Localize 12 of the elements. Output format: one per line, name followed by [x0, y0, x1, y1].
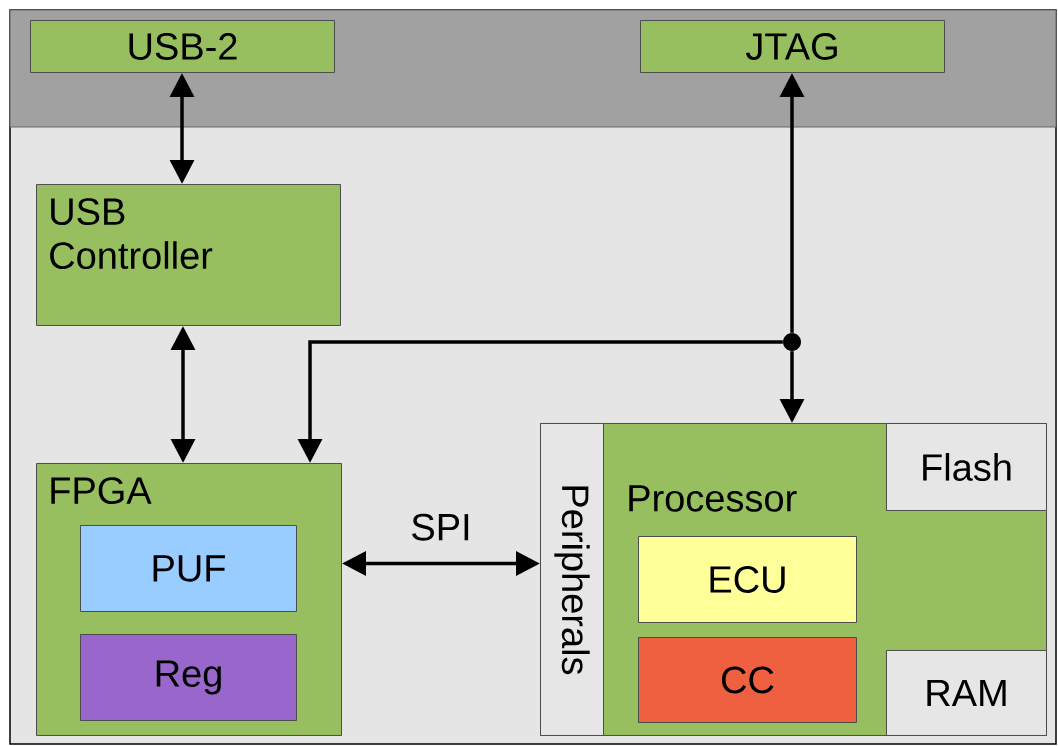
edge-label: SPI: [412, 513, 469, 541]
module-box: Reg: [80, 634, 297, 721]
controller-box: USB Controller: [36, 184, 341, 326]
module-box: ECU: [638, 536, 857, 623]
module-box: CC: [638, 637, 857, 723]
port-box: JTAG: [640, 20, 945, 73]
junction-dot: [783, 333, 801, 351]
module-box: PUF: [80, 525, 297, 612]
memory-box: RAM: [886, 650, 1047, 736]
port-box: USB-2: [30, 20, 335, 73]
peripherals-strip: Peripherals: [540, 423, 604, 736]
memory-box: Flash: [886, 423, 1047, 511]
